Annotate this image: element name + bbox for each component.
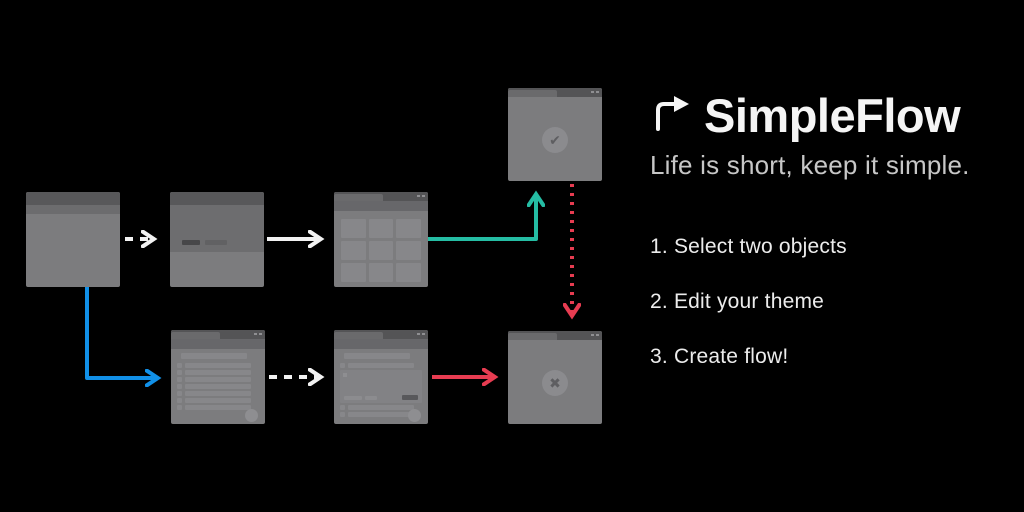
window-titlebar xyxy=(334,192,428,201)
window-titlebar xyxy=(508,331,602,340)
window-titlebar xyxy=(26,192,120,205)
browser-tab xyxy=(508,333,557,340)
node-detail-window xyxy=(170,192,264,287)
list-body xyxy=(171,353,265,424)
window-toolbar xyxy=(334,201,428,211)
browser-tab xyxy=(334,332,383,339)
form-body xyxy=(334,353,428,424)
step-3: 3. Create flow! xyxy=(650,344,789,368)
window-controls-icon xyxy=(417,333,425,335)
arrow-teal xyxy=(428,196,536,241)
window-titlebar xyxy=(508,88,602,97)
pill-light xyxy=(205,240,227,245)
window-toolbar xyxy=(334,339,428,349)
browser-tab xyxy=(171,332,220,339)
pill-group xyxy=(182,240,227,245)
grid-cells xyxy=(334,211,428,287)
node-list-window xyxy=(171,330,265,424)
arrow-blue xyxy=(85,287,156,378)
browser-tab xyxy=(334,194,383,201)
check-icon: ✔ xyxy=(542,126,568,153)
flow-arrow-icon xyxy=(650,93,692,138)
fab-button xyxy=(245,409,258,422)
fab-button xyxy=(408,409,421,422)
window-toolbar xyxy=(26,205,120,214)
steps-list: 1. Select two objects 2. Edit your theme… xyxy=(650,235,1010,369)
window-toolbar xyxy=(171,339,265,349)
cross-icon: ✖ xyxy=(542,369,568,396)
node-cancel-window: ✖ xyxy=(508,331,602,424)
window-controls-icon xyxy=(254,333,262,335)
window-controls-icon xyxy=(591,91,599,93)
window-controls-icon xyxy=(417,195,425,197)
step-1: 1. Select two objects xyxy=(650,234,847,258)
node-blank-window xyxy=(26,192,120,287)
node-form-window xyxy=(334,330,428,424)
window-titlebar xyxy=(171,330,265,339)
submit-button-mock xyxy=(402,395,418,400)
app-title: SimpleFlow xyxy=(704,89,961,142)
step-2: 2. Edit your theme xyxy=(650,289,825,313)
pill-dark xyxy=(182,240,200,245)
window-panel xyxy=(170,205,264,252)
window-titlebar xyxy=(170,192,264,205)
window-controls-icon xyxy=(591,334,599,336)
node-success-window: ✔ xyxy=(508,88,602,181)
window-titlebar xyxy=(334,330,428,339)
node-grid-window xyxy=(334,192,428,287)
text-panel xyxy=(340,370,422,403)
app-subtitle: Life is short, keep it simple. xyxy=(650,149,970,180)
browser-tab xyxy=(508,90,557,97)
info-panel: SimpleFlow Life is short, keep it simple… xyxy=(650,90,1010,400)
